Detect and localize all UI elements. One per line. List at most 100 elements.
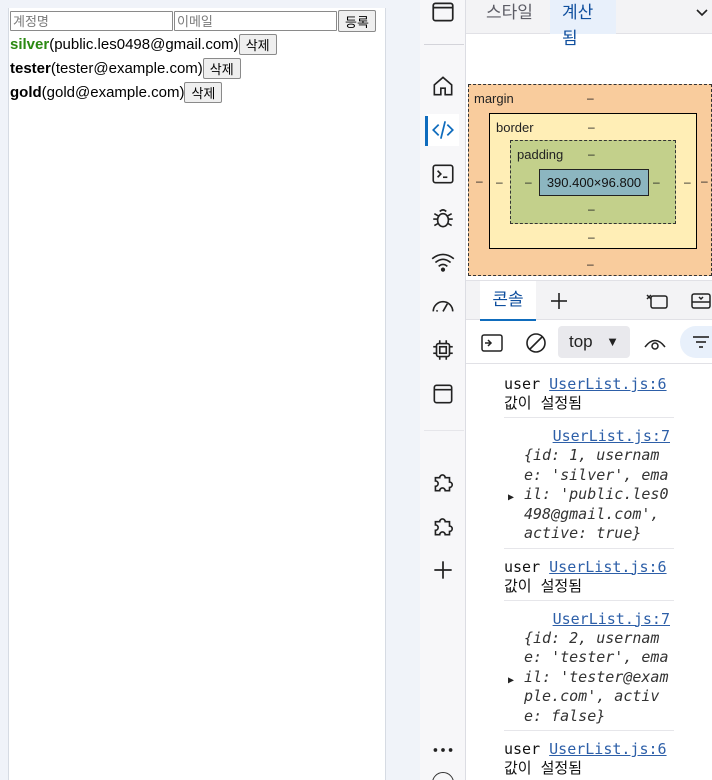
console-log: user UserList.js:6 값이 설정됨 UserList.js:7 … [504,366,674,780]
box-model-border: border – – – – padding – – – – 390.400×9… [489,113,697,249]
tab-computed[interactable]: 계산됨 [550,0,616,48]
source-link[interactable]: UserList.js:7 [552,609,670,628]
eye-icon[interactable] [642,331,668,355]
email-input[interactable] [174,11,337,31]
object-preview[interactable]: {id: 2, usernam e: 'tester', ema ▶ il: 't… [504,629,674,727]
object-line: e: 'silver', ema [524,465,669,484]
context-select[interactable]: top ▼ [558,326,630,358]
expand-triangle-icon[interactable]: ▶ [508,492,515,503]
object-line: {id: 2, usernam [524,628,660,647]
user-form: 등록 [10,10,385,32]
context-value: top [569,332,593,351]
dock-drawer-icon[interactable] [644,289,670,313]
sidebar-toggle-icon[interactable] [479,331,505,355]
margin-bottom-value: – [587,257,594,271]
delete-button[interactable]: 삭제 [238,34,277,55]
source-link[interactable]: UserList.js:6 [549,740,667,758]
help-icon[interactable] [432,772,454,780]
tab-styles[interactable]: 스타일 [486,3,533,22]
user-name[interactable]: gold [10,84,42,101]
delete-button[interactable]: 삭제 [184,82,223,103]
devtools-panel: 스타일 계산됨 margin – – – – border – – – – pa… [466,0,712,780]
user-email: (public.les0498@gmail.com) [49,36,239,53]
box-model-padding: padding – – – – 390.400×96.800 [510,140,676,224]
application-icon[interactable] [427,378,459,410]
log-entry: user UserList.js:6 값이 설정됨 [504,731,674,780]
activity-selection-indicator [425,116,428,146]
caret-down-icon: ▼ [606,334,619,349]
chevron-down-icon[interactable] [694,4,710,25]
padding-bottom-value: – [588,202,595,216]
add-icon[interactable] [427,554,459,586]
object-line: 498@gmail.com', [524,504,660,523]
drawer-split-icon[interactable] [688,289,712,313]
padding-right-value: – [653,175,660,189]
username-input[interactable] [10,11,173,31]
source-link[interactable]: UserList.js:6 [549,557,667,576]
user-item-gold: gold (gold@example.com) 삭제 [10,81,385,104]
console-icon[interactable] [427,158,459,190]
user-item-silver: silver (public.les0498@gmail.com) 삭제 [10,33,385,56]
bug-icon[interactable] [427,202,459,234]
object-preview[interactable]: {id: 1, usernam e: 'silver', ema ▶ il: 'p… [504,446,674,544]
object-line: {id: 1, usernam [524,446,660,464]
elements-icon[interactable] [427,114,459,146]
log-text-line2: 값이 설정됨 [504,394,583,412]
page-content: 등록 silver (public.les0498@gmail.com) 삭제 … [8,8,386,780]
extension-icon[interactable] [427,466,459,498]
log-text: user [504,557,541,576]
log-entry: user UserList.js:6 값이 설정됨 [504,549,674,601]
object-line: il: 'tester@exam [524,667,669,686]
browser-tab-icon[interactable] [427,0,459,28]
border-left-value: – [496,175,503,189]
border-right-value: – [684,175,691,189]
box-model-margin: margin – – – – border – – – – padding – … [468,84,712,276]
user-email: (gold@example.com) [41,84,185,101]
expand-triangle-icon[interactable]: ▶ [508,674,515,686]
drawer-tabbar: 콘솔 [466,280,712,321]
tab-console[interactable]: 콘솔 [480,281,536,321]
object-line: active: true} [524,524,642,542]
performance-icon[interactable] [427,290,459,322]
log-entry: user UserList.js:6 값이 설정됨 [504,366,674,418]
activity-divider [424,44,464,45]
padding-label: padding [517,147,564,162]
log-object-entry: UserList.js:7 {id: 2, usernam e: 'tester… [504,601,674,731]
object-line-wrap: ▶ il: 'tester@exam [508,667,674,688]
log-text: user [504,375,541,393]
log-text-line2: 값이 설정됨 [504,759,583,777]
filter-icon [693,336,709,348]
more-icon[interactable] [427,734,459,766]
delete-button[interactable]: 삭제 [202,58,241,79]
margin-right-value: – [701,174,708,188]
add-tab-icon[interactable] [546,289,572,313]
log-object-entry: UserList.js:7 {id: 1, usernam e: 'silver… [504,418,674,549]
user-name[interactable]: tester [10,60,51,77]
border-label: border [496,120,534,135]
home-icon[interactable] [427,70,459,102]
object-line-wrap: ▶ il: 'public.les0 [508,485,674,505]
padding-top-value: – [588,147,595,161]
user-item-tester: tester (tester@example.com) 삭제 [10,57,385,80]
network-wifi-icon[interactable] [427,246,459,278]
elements-subtabs: 스타일 계산됨 [466,0,712,48]
source-link[interactable]: UserList.js:6 [549,375,667,393]
object-line: il: 'public.les0 [524,485,669,503]
user-name[interactable]: silver [10,36,50,53]
activity-divider [424,430,464,431]
object-line: e: 'tester', ema [524,648,669,666]
border-top-value: – [588,120,595,134]
object-line: e: false} [524,706,606,725]
clear-console-icon[interactable] [523,331,549,355]
filter-button[interactable] [680,326,712,358]
memory-chip-icon[interactable] [427,334,459,366]
margin-top-value: – [587,91,594,105]
margin-label: margin [474,91,514,106]
register-button[interactable]: 등록 [338,10,376,32]
border-bottom-value: – [588,230,595,244]
source-link[interactable]: UserList.js:7 [552,427,670,445]
extension-icon-2[interactable] [427,510,459,542]
box-model-content-size[interactable]: 390.400×96.800 [539,169,649,196]
padding-left-value: – [525,175,532,189]
